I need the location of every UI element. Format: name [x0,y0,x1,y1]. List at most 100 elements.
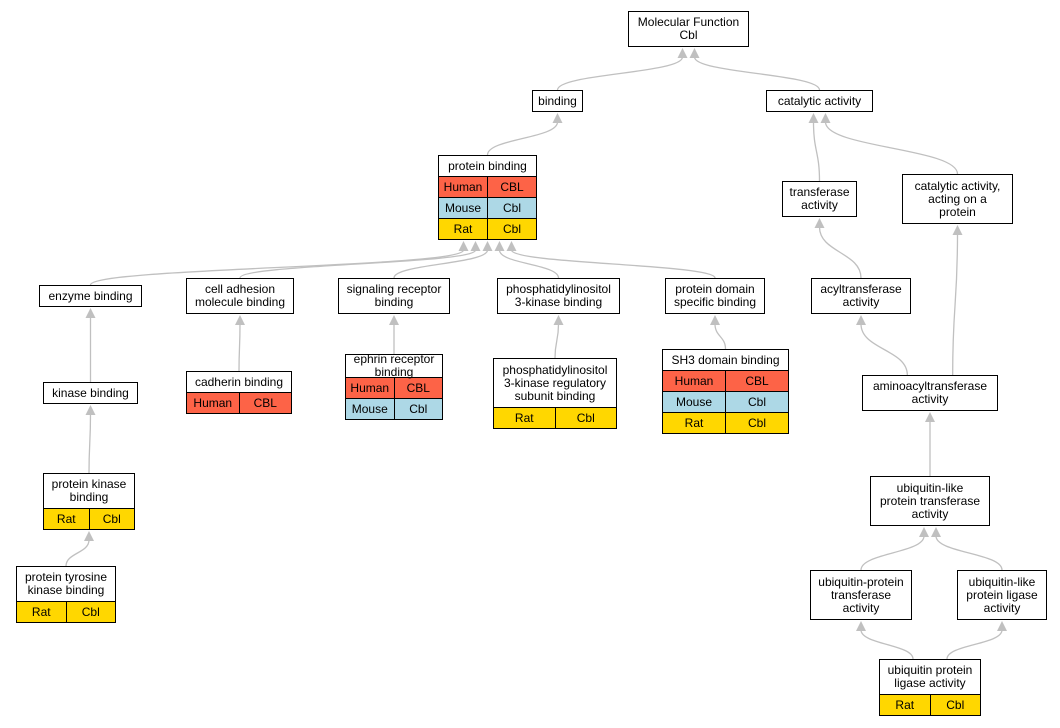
go-term-title: protein binding [448,158,527,173]
go-term-title: cell adhesion molecule binding [194,282,286,309]
go-term-pds: protein domain specific binding [665,278,765,314]
ortholog-row-rat: Rat Cbl [494,407,616,428]
arrowhead [820,113,831,123]
arrowhead [553,315,564,325]
go-term-title: ubiquitin protein ligase activity [887,663,973,690]
go-term-ubl: ubiquitin-like protein transferase activ… [870,476,990,526]
species-label: Human [674,373,714,388]
edge-amino-to-acyl [860,323,908,376]
arrowhead [470,241,481,251]
species-label: Mouse [444,200,482,215]
gene-label: Cbl [725,392,788,412]
go-term-title: catalytic activity, acting on a protein [914,178,1001,219]
arrowhead [85,308,96,318]
arrowhead [494,241,505,251]
go-term-title: SH3 domain binding [671,352,780,367]
edge-bind-to-mf [556,56,684,91]
arrowhead [931,527,941,537]
edge-pkb-to-kin [88,413,92,474]
arrowhead [997,621,1007,631]
go-term-kin: kinase binding [43,382,138,404]
go-term-srb: signaling receptor binding [338,278,450,314]
species-label: Mouse [351,401,388,416]
arrowhead [482,241,493,251]
go-term-title: ubiquitin-protein transferase activity [818,574,904,615]
gene-label: CBL [393,378,443,398]
gene-label: Cbl [487,198,536,218]
arrowhead [919,527,929,537]
go-term-title: signaling receptor binding [346,282,442,309]
edge-pi3r-to-pi3 [554,323,560,359]
ortholog-row-mouse: Mouse Cbl [663,391,788,412]
edge-catp-to-cat [824,121,959,175]
edge-pds-to-pb [510,249,716,279]
edge-tra-to-cat [812,121,821,182]
species-label: Mouse [675,394,713,409]
go-term-tra: transferase activity [782,181,857,217]
go-term-cat: catalytic activity [766,90,873,112]
arrowhead [952,225,963,235]
edge-enz-to-pb [89,249,465,286]
go-term-acyl: acyltransferase activity [811,278,911,314]
arrowhead [506,241,517,251]
edge-acyl-to-tra [818,226,862,279]
go-term-title: phosphatidylinositol 3-kinase regulatory… [502,362,608,403]
ortholog-row-mouse: Mouse Cbl [439,197,536,218]
species-label: Human [443,179,483,194]
species-label: Rat [56,511,76,526]
go-term-title: ubiquitin-like protein ligase activity [966,574,1038,615]
go-term-title: cadherin binding [194,374,284,389]
go-term-enz: enzyme binding [39,285,142,307]
gene-label: Cbl [487,219,536,239]
go-term-title: protein tyrosine kinase binding [24,570,108,597]
arrowhead [84,531,94,541]
go-term-title: Molecular Function Cbl [637,15,740,42]
species-label: Rat [453,221,473,236]
arrowhead [389,315,399,325]
arrowhead [925,412,935,422]
species-label: Human [350,380,390,395]
go-term-title: acyltransferase activity [820,282,902,309]
go-term-amino: aminoacyltransferase activity [862,375,998,411]
edge-ubplig-to-ubp [860,629,914,660]
go-term-title: ubiquitin-like protein transferase activ… [879,480,981,521]
ortholog-row-human: Human CBL [663,370,788,391]
edge-ublig-to-ubl [935,535,1003,571]
edge-cad-to-cam [238,323,241,372]
go-term-title: binding [538,93,577,108]
go-term-cam: cell adhesion molecule binding [186,278,294,314]
go-term-ublig: ubiquitin-like protein ligase activity [957,570,1047,620]
arrowhead [814,218,825,228]
edge-ptk-to-pkb [65,539,90,567]
edge-srb-to-pb [393,249,489,279]
gene-label: Cbl [88,509,135,529]
gene-label: CBL [725,371,788,391]
gene-label: Cbl [554,408,617,428]
species-label: Rat [514,410,534,425]
edge-sh3-to-pds [714,323,727,350]
edge-cam-to-pb [239,249,477,279]
gene-label: Cbl [929,695,981,715]
ortholog-row-rat: Rat Cbl [439,218,536,239]
arrowhead [458,241,469,251]
go-term-pi3r: phosphatidylinositol 3-kinase regulatory… [493,358,617,429]
go-term-title: aminoacyltransferase activity [872,379,988,406]
go-term-title: ephrin receptor binding [353,352,435,379]
gene-label: Cbl [725,413,788,433]
edge-amino-to-catp [952,233,959,376]
gene-label: Cbl [65,602,116,622]
edge-pi3-to-pb [498,249,560,279]
arrowhead [808,113,819,123]
go-term-title: protein kinase binding [51,477,127,504]
